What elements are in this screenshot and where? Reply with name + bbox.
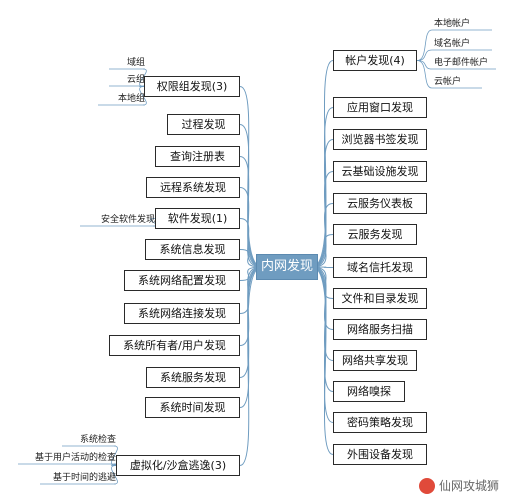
branch-cloudsvc[interactable]: 云服务发现: [333, 224, 417, 245]
branch-filedir[interactable]: 文件和目录发现: [333, 288, 427, 309]
branch-netconn[interactable]: 系统网络连接发现: [124, 303, 240, 324]
branch-netscan[interactable]: 网络服务扫描: [333, 319, 427, 340]
branch-netshare[interactable]: 网络共享发现: [333, 350, 417, 371]
branch-owner[interactable]: 系统所有者/用户发现: [109, 335, 240, 356]
leaf-connector-acct-0: [416, 29, 433, 61]
branch-svc[interactable]: 系统服务发现: [146, 367, 240, 388]
watermark: 仙网攻城狮: [418, 477, 499, 494]
branch-cloudinfra[interactable]: 云基础设施发现: [333, 161, 427, 182]
connector-dash: [311, 203, 334, 268]
leaf-connector-acct-1: [416, 49, 433, 61]
leaf-virt-1: 基于用户活动的检查: [34, 453, 116, 463]
connector-remote: [239, 187, 263, 268]
connector-virt: [239, 266, 263, 466]
branch-netcfg[interactable]: 系统网络配置发现: [124, 270, 240, 291]
branch-acct[interactable]: 帐户发现(4): [333, 50, 417, 71]
leaf-perm-0: 域组: [126, 58, 145, 68]
leaf-perm-2: 本地组: [117, 94, 145, 104]
branch-domtrust[interactable]: 域名信托发现: [333, 257, 427, 278]
leaf-soft-0: 安全软件发现: [100, 215, 155, 225]
branch-reg[interactable]: 查询注册表: [155, 146, 240, 167]
branch-virt[interactable]: 虚拟化/沙盒逃逸(3): [116, 455, 240, 476]
connector-pwpol: [311, 266, 334, 423]
connector-reg: [239, 156, 263, 268]
connector-acct: [311, 60, 334, 268]
connector-netcfg: [239, 266, 263, 281]
leaf-acct-2: 电子邮件帐户: [434, 58, 489, 68]
connector-bookmark: [311, 139, 334, 268]
branch-sysinfo[interactable]: 系统信息发现: [145, 239, 240, 260]
center-node[interactable]: 内网发现: [256, 254, 318, 280]
leaf-perm-1: 云组: [126, 75, 145, 85]
leaf-virt-2: 基于时间的逃避: [52, 473, 116, 483]
leaf-connector-acct-3: [416, 60, 433, 89]
leaf-connector-perm-2: [139, 86, 147, 106]
branch-time[interactable]: 系统时间发现: [145, 397, 240, 418]
branch-pwpol[interactable]: 密码策略发现: [333, 412, 427, 433]
leaf-connector-virt-2: [111, 465, 118, 485]
connector-domtrust: [311, 266, 334, 268]
branch-soft[interactable]: 软件发现(1): [155, 208, 240, 229]
leaf-acct-3: 云帐户: [434, 77, 462, 87]
branch-bookmark[interactable]: 浏览器书签发现: [333, 129, 427, 150]
branch-sniff[interactable]: 网络嗅探: [333, 381, 405, 402]
branch-periph[interactable]: 外围设备发现: [333, 444, 427, 465]
connector-cloudsvc: [311, 234, 334, 268]
leaf-connector-acct-2: [416, 60, 433, 70]
watermark-logo-icon: [418, 477, 435, 494]
branch-appwin[interactable]: 应用窗口发现: [333, 97, 427, 118]
connector-sysinfo: [239, 249, 263, 268]
connector-cloudinfra: [311, 171, 334, 268]
watermark-text: 仙网攻城狮: [438, 479, 499, 493]
branch-remote[interactable]: 远程系统发现: [146, 177, 240, 198]
connector-appwin: [311, 107, 334, 268]
connector-time: [239, 266, 263, 408]
leaf-acct-0: 本地帐户: [434, 19, 471, 29]
leaf-acct-1: 域名帐户: [434, 39, 471, 49]
connector-perm: [239, 86, 263, 268]
connector-proc: [239, 124, 263, 268]
connector-soft: [239, 218, 263, 268]
branch-proc[interactable]: 过程发现: [167, 114, 240, 135]
leaf-virt-0: 系统检查: [79, 435, 116, 445]
connector-periph: [311, 266, 334, 455]
branch-perm[interactable]: 权限组发现(3): [144, 76, 240, 97]
branch-dash[interactable]: 云服务仪表板: [333, 193, 427, 214]
